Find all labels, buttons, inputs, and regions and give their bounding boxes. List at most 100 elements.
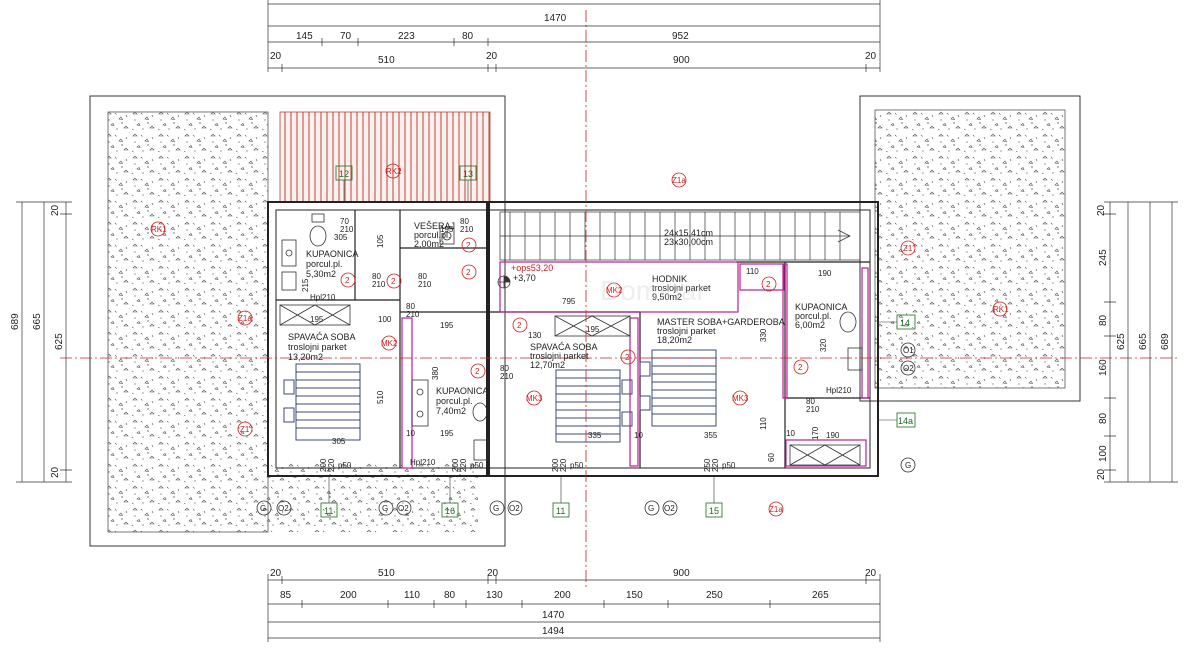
dim-text: 510 [378, 55, 395, 66]
dimension-text-bottom: 20 510 20 900 20 85 200 110 80 130 200 1… [270, 568, 877, 637]
elevation-value: +3,70 [513, 273, 536, 283]
svg-text:12,70m2: 12,70m2 [530, 360, 565, 370]
svg-text:porcul.pl.: porcul.pl. [306, 259, 343, 269]
room-label-spavaca-2: SPAVAĆA SOBA troslojni parket 12,70m2 [530, 342, 598, 370]
left-terrace [89, 95, 506, 547]
dim-text: 20 [50, 466, 61, 478]
elevation-label: +ops53,20 [511, 263, 553, 273]
svg-text:795: 795 [562, 297, 576, 306]
dim-text: 20 [50, 204, 61, 216]
gutter-labels: G O2 G O2 G O2 G O2 O1 O2 G [260, 346, 914, 513]
svg-text:195: 195 [440, 429, 454, 438]
svg-text:O2: O2 [664, 504, 675, 513]
svg-text:MK2: MK2 [381, 339, 398, 348]
svg-text:105: 105 [376, 234, 385, 248]
dim-text: 150 [626, 590, 643, 601]
svg-text:Z1a: Z1a [238, 314, 252, 323]
svg-text:2: 2 [391, 277, 396, 286]
stair-label: 24x15,41cm 23x30,00cm [664, 228, 713, 247]
dim-text: 625 [1116, 333, 1127, 350]
svg-text:23x30,00cm: 23x30,00cm [664, 237, 713, 247]
svg-text:p50: p50 [470, 461, 484, 470]
room-label-master: MASTER SOBA+GARDEROBA troslojni parket 1… [657, 317, 785, 345]
dim-text: 665 [1138, 333, 1149, 350]
dim-text: 20 [270, 568, 282, 579]
svg-text:O2: O2 [278, 504, 289, 513]
svg-text:troslojni parket: troslojni parket [657, 326, 716, 336]
svg-text:G: G [493, 504, 499, 513]
svg-text:troslojni parket: troslojni parket [652, 283, 711, 293]
svg-text:220: 220 [711, 458, 720, 472]
dim-text: 110 [404, 590, 420, 601]
svg-text:MASTER SOBA+GARDEROBA: MASTER SOBA+GARDEROBA [657, 317, 785, 327]
svg-text:10: 10 [634, 431, 643, 440]
dim-text: 80 [1098, 314, 1109, 326]
section-lines [60, 10, 1180, 590]
svg-text:210: 210 [806, 405, 820, 414]
bed [639, 349, 717, 427]
dim-text: 145 [296, 31, 313, 42]
svg-text:210: 210 [406, 310, 420, 319]
svg-text:G: G [260, 504, 266, 513]
svg-text:210: 210 [418, 280, 432, 289]
right-terrace [859, 95, 1081, 402]
svg-text:Z1: Z1 [903, 244, 913, 253]
svg-text:13,20m2: 13,20m2 [288, 352, 323, 362]
svg-text:170: 170 [811, 426, 820, 440]
dim-text: 20 [486, 51, 498, 62]
svg-text:305: 305 [334, 233, 348, 242]
dim-text: 80 [462, 31, 474, 42]
svg-text:7,40m2: 7,40m2 [436, 406, 466, 416]
svg-text:335: 335 [588, 431, 602, 440]
dim-text: 20 [1096, 468, 1107, 480]
svg-text:SPAVAĆA SOBA: SPAVAĆA SOBA [530, 342, 598, 352]
svg-text:110: 110 [746, 267, 759, 276]
dim-text: 80 [1098, 412, 1109, 424]
svg-text:195: 195 [310, 315, 324, 324]
svg-text:10: 10 [406, 429, 415, 438]
dim-text: 900 [673, 568, 690, 579]
svg-text:9,50m2: 9,50m2 [652, 292, 682, 302]
svg-text:KUPAONICA: KUPAONICA [436, 386, 488, 396]
svg-text:80: 80 [806, 397, 815, 406]
dim-text: 200 [340, 590, 357, 601]
svg-text:200: 200 [551, 458, 560, 472]
dim-text: 80 [444, 590, 456, 601]
svg-text:210: 210 [500, 372, 514, 381]
svg-text:210: 210 [372, 280, 386, 289]
svg-text:14a: 14a [898, 416, 913, 426]
svg-text:60: 60 [767, 453, 776, 462]
svg-text:troslojni parket: troslojni parket [530, 351, 589, 361]
svg-text:2: 2 [475, 367, 480, 376]
svg-text:190: 190 [818, 269, 832, 278]
svg-text:2: 2 [517, 321, 522, 330]
svg-text:195: 195 [586, 325, 600, 334]
svg-text:O2: O2 [509, 504, 520, 513]
svg-text:Z1a: Z1a [769, 505, 783, 514]
svg-text:SPAVAĆA SOBA: SPAVAĆA SOBA [288, 332, 356, 342]
dimension-text-left: 20 625 20 665 689 [10, 204, 65, 478]
svg-text:80: 80 [460, 217, 469, 226]
svg-text:MK3: MK3 [732, 394, 749, 403]
svg-text:RK2: RK2 [386, 167, 402, 176]
dim-text: 689 [10, 313, 21, 330]
svg-text:Hpl210: Hpl210 [410, 458, 436, 467]
dim-text: 160 [1098, 359, 1109, 376]
svg-text:190: 190 [826, 431, 840, 440]
svg-text:Hpl210: Hpl210 [826, 386, 852, 395]
svg-text:330: 330 [759, 328, 768, 342]
dimension-text-right: 20 245 80 160 80 100 20 625 665 689 [1096, 204, 1171, 480]
dim-text: 245 [1098, 249, 1109, 266]
svg-text:110: 110 [759, 417, 768, 430]
dimension-text-top: 1470 145 70 223 80 952 20 510 20 900 20 [270, 13, 877, 66]
dim-overall-inner: 1470 [542, 610, 565, 621]
bed [283, 363, 361, 441]
svg-text:195: 195 [440, 321, 454, 330]
svg-text:210: 210 [340, 225, 354, 234]
svg-text:11: 11 [556, 506, 565, 516]
dim-text: 689 [1160, 333, 1171, 350]
svg-text:305: 305 [332, 437, 346, 446]
dim-text: 20 [865, 51, 877, 62]
dim-text: 952 [672, 31, 689, 42]
room-label-kupaonica-2: KUPAONICA porcul.pl. 7,40m2 [436, 386, 488, 416]
